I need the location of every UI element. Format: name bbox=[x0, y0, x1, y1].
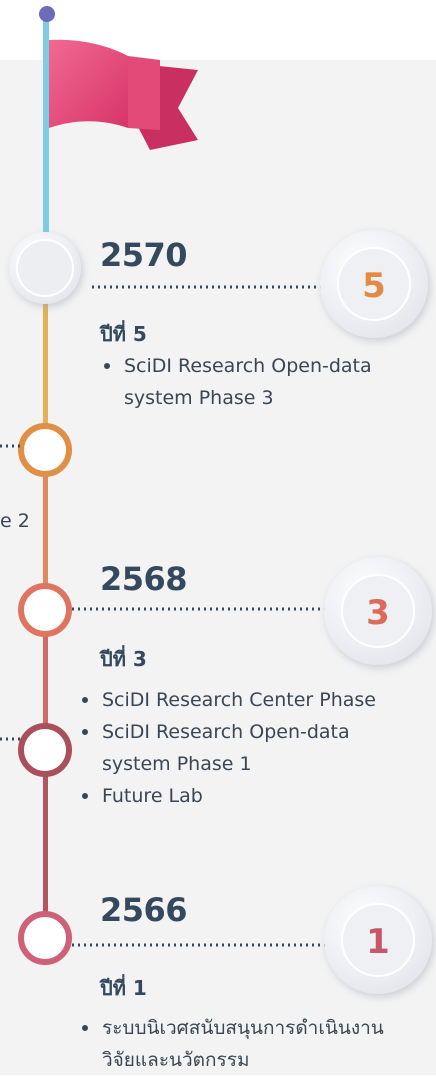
dotted-connectors bbox=[0, 285, 326, 947]
badge-5 bbox=[320, 230, 428, 338]
list-item: SciDI Research Center Phase bbox=[76, 684, 376, 716]
year-label-3: ปีที่ 3 bbox=[100, 647, 147, 671]
badge-number-1: 1 bbox=[366, 922, 390, 962]
year-2568: 2568 bbox=[100, 560, 188, 598]
items-2566: ระบบนิเวศสนับสนุนการดำเนินงาน วิจัยและนว… bbox=[76, 1012, 384, 1076]
list-item-continuation: system Phase 3 bbox=[124, 387, 274, 409]
year-2566: 2566 bbox=[100, 891, 188, 929]
flag-pole bbox=[39, 6, 55, 234]
items-2568: SciDI Research Center Phase SciDI Resear… bbox=[76, 684, 376, 812]
node-2570 bbox=[9, 232, 81, 304]
node-2567 bbox=[18, 723, 72, 777]
node-2568 bbox=[18, 583, 72, 637]
list-item: SciDI Research Open-data bbox=[76, 716, 376, 748]
badge-3 bbox=[324, 557, 432, 665]
items-2570: SciDI Research Open-data system Phase 3 bbox=[98, 350, 372, 414]
badge-1 bbox=[324, 886, 432, 994]
list-item-continuation: system Phase 1 bbox=[102, 753, 252, 775]
list-item: Future Lab bbox=[76, 780, 376, 812]
node-2569 bbox=[18, 423, 72, 477]
partial-left-text: e 2 bbox=[0, 510, 30, 532]
year-2570: 2570 bbox=[100, 236, 188, 274]
timeline-line bbox=[43, 270, 48, 930]
flag-icon bbox=[49, 39, 198, 150]
list-item: SciDI Research Open-data bbox=[98, 350, 372, 382]
year-label-1: ปีที่ 1 bbox=[100, 976, 147, 1000]
pole-top-knob bbox=[39, 6, 55, 22]
node-2566 bbox=[18, 911, 72, 965]
badge-number-3: 3 bbox=[366, 593, 390, 633]
list-item: ระบบนิเวศสนับสนุนการดำเนินงาน bbox=[76, 1012, 384, 1044]
year-label-5: ปีที่ 5 bbox=[100, 322, 147, 346]
list-item-continuation: วิจัยและนวัตกรรม bbox=[102, 1049, 250, 1071]
badge-number-5: 5 bbox=[362, 266, 386, 306]
